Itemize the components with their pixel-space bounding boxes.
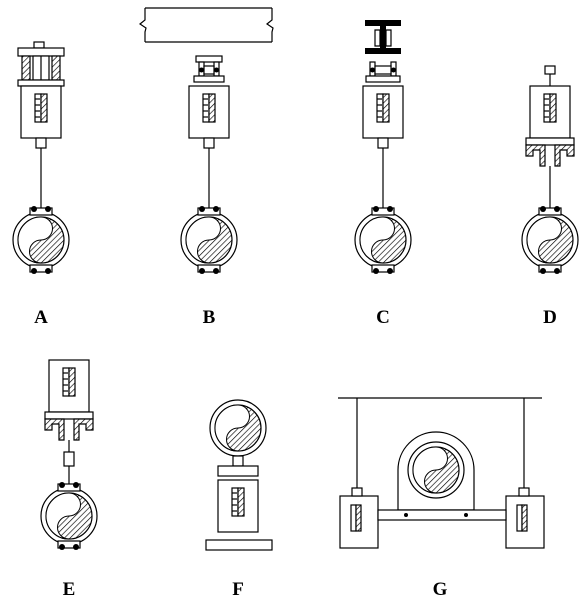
trapeze-hanger-g	[338, 397, 545, 549]
figure-label-a: A	[34, 307, 48, 328]
hanger-assembly-e	[40, 359, 98, 551]
hanger-assembly-a	[12, 41, 70, 275]
figure-label-c: C	[376, 307, 390, 328]
hanger-assembly-d	[521, 65, 579, 275]
figure-label-e: E	[63, 579, 76, 600]
figure-label-d: D	[543, 307, 557, 328]
figure-label-b: B	[203, 307, 216, 328]
hanger-assembly-c	[354, 20, 412, 275]
figure-label-f: F	[232, 579, 244, 600]
pipe-support-f	[205, 399, 273, 551]
figure-label-g: G	[433, 579, 448, 600]
hanger-assembly-b	[138, 7, 274, 275]
